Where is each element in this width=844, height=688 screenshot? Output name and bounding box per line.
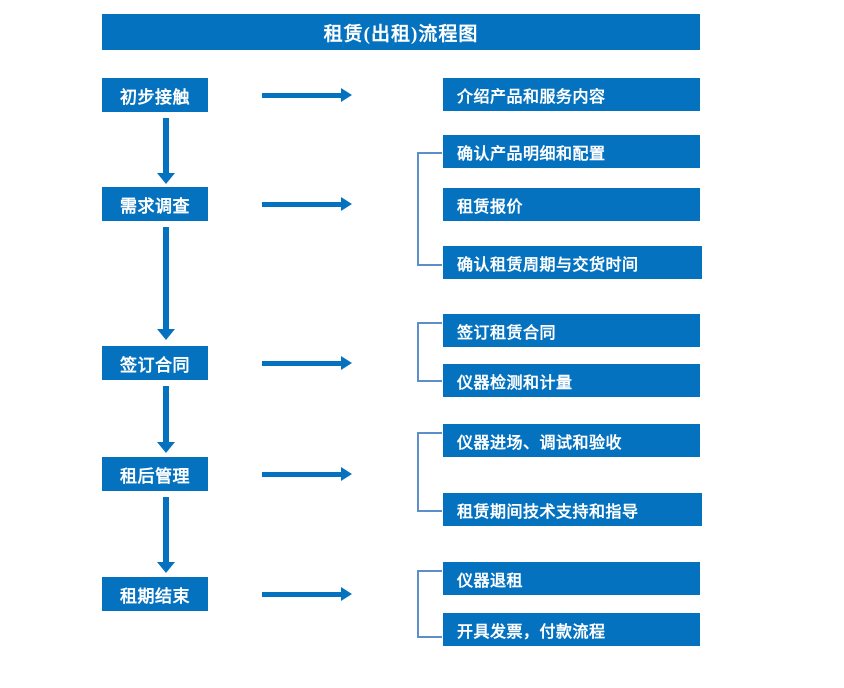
- bracket-tick-bottom: [417, 510, 442, 512]
- stage-box-initial-contact[interactable]: 初步接触: [102, 78, 208, 112]
- detail-box-instrument-entry-commissioning[interactable]: 仪器进场、调试和验收: [443, 424, 700, 457]
- stage-label: 租后管理: [120, 466, 190, 486]
- detail-box-rental-quotation[interactable]: 租赁报价: [443, 188, 700, 221]
- group-bracket-icon: [417, 322, 442, 382]
- detail-label: 确认租赁周期与交货时间: [457, 256, 639, 274]
- stage-label: 租期结束: [120, 586, 190, 606]
- detail-box-invoice-payment[interactable]: 开具发票，付款流程: [443, 613, 700, 646]
- arrow-shaft: [163, 386, 169, 443]
- bracket-tick-top: [417, 570, 442, 572]
- detail-box-confirm-period-delivery[interactable]: 确认租赁周期与交货时间: [443, 246, 702, 279]
- detail-label: 仪器进场、调试和验收: [457, 434, 623, 452]
- bracket-spine: [417, 322, 419, 382]
- bracket-tick-top: [417, 322, 442, 324]
- down-arrow-icon: [157, 497, 175, 573]
- stage-box-sign-contract[interactable]: 签订合同: [102, 346, 208, 380]
- group-bracket-icon: [417, 432, 442, 512]
- stage-label: 签订合同: [120, 355, 190, 375]
- detail-box-introduce-products[interactable]: 介绍产品和服务内容: [443, 78, 700, 111]
- detail-label: 仪器退租: [457, 572, 524, 590]
- arrow-head: [157, 562, 175, 573]
- detail-box-sign-rental-contract[interactable]: 签订租赁合同: [443, 314, 700, 347]
- bracket-tick-top: [417, 432, 442, 434]
- stage-label: 需求调查: [120, 196, 190, 216]
- stage-label: 初步接触: [120, 87, 190, 107]
- right-arrow-icon: [262, 356, 352, 370]
- right-arrow-icon: [262, 197, 352, 211]
- group-bracket-icon: [417, 152, 442, 266]
- page-title: 租赁(出租)流程图: [102, 14, 700, 50]
- down-arrow-icon: [157, 118, 175, 184]
- detail-label: 签订租赁合同: [457, 324, 557, 342]
- arrow-shaft: [163, 227, 169, 330]
- stage-box-needs-survey[interactable]: 需求调查: [102, 187, 208, 221]
- right-arrow-icon: [262, 88, 352, 102]
- arrow-shaft: [262, 472, 342, 477]
- detail-label: 开具发票，付款流程: [457, 623, 606, 641]
- detail-box-confirm-product-spec[interactable]: 确认产品明细和配置: [443, 135, 700, 168]
- arrow-head: [341, 88, 352, 102]
- bracket-spine: [417, 570, 419, 638]
- detail-box-technical-support[interactable]: 租赁期间技术支持和指导: [443, 493, 702, 526]
- arrow-shaft: [163, 118, 169, 174]
- bracket-spine: [417, 152, 419, 266]
- down-arrow-icon: [157, 227, 175, 340]
- detail-label: 仪器检测和计量: [457, 374, 573, 392]
- arrow-shaft: [163, 497, 169, 563]
- group-bracket-icon: [417, 570, 442, 638]
- stage-box-post-rental-management[interactable]: 租后管理: [102, 457, 208, 491]
- detail-box-instrument-inspection[interactable]: 仪器检测和计量: [443, 364, 700, 397]
- down-arrow-icon: [157, 386, 175, 453]
- arrow-shaft: [262, 361, 342, 366]
- detail-label: 介绍产品和服务内容: [457, 88, 606, 106]
- bracket-tick-bottom: [417, 380, 442, 382]
- arrow-head: [341, 467, 352, 481]
- bracket-spine: [417, 432, 419, 512]
- detail-label: 租赁期间技术支持和指导: [457, 503, 639, 521]
- arrow-head: [341, 197, 352, 211]
- arrow-head: [157, 173, 175, 184]
- detail-label: 确认产品明细和配置: [457, 145, 606, 163]
- bracket-tick-bottom: [417, 636, 442, 638]
- right-arrow-icon: [262, 467, 352, 481]
- stage-box-rental-end[interactable]: 租期结束: [102, 577, 208, 611]
- arrow-shaft: [262, 93, 342, 98]
- arrow-head: [341, 356, 352, 370]
- right-arrow-icon: [262, 587, 352, 601]
- detail-box-instrument-return[interactable]: 仪器退租: [443, 562, 700, 595]
- arrow-shaft: [262, 592, 342, 597]
- arrow-shaft: [262, 202, 342, 207]
- bracket-tick-bottom: [417, 264, 442, 266]
- detail-label: 租赁报价: [457, 198, 524, 216]
- arrow-head: [157, 329, 175, 340]
- arrow-head: [341, 587, 352, 601]
- arrow-head: [157, 442, 175, 453]
- bracket-tick-top: [417, 152, 442, 154]
